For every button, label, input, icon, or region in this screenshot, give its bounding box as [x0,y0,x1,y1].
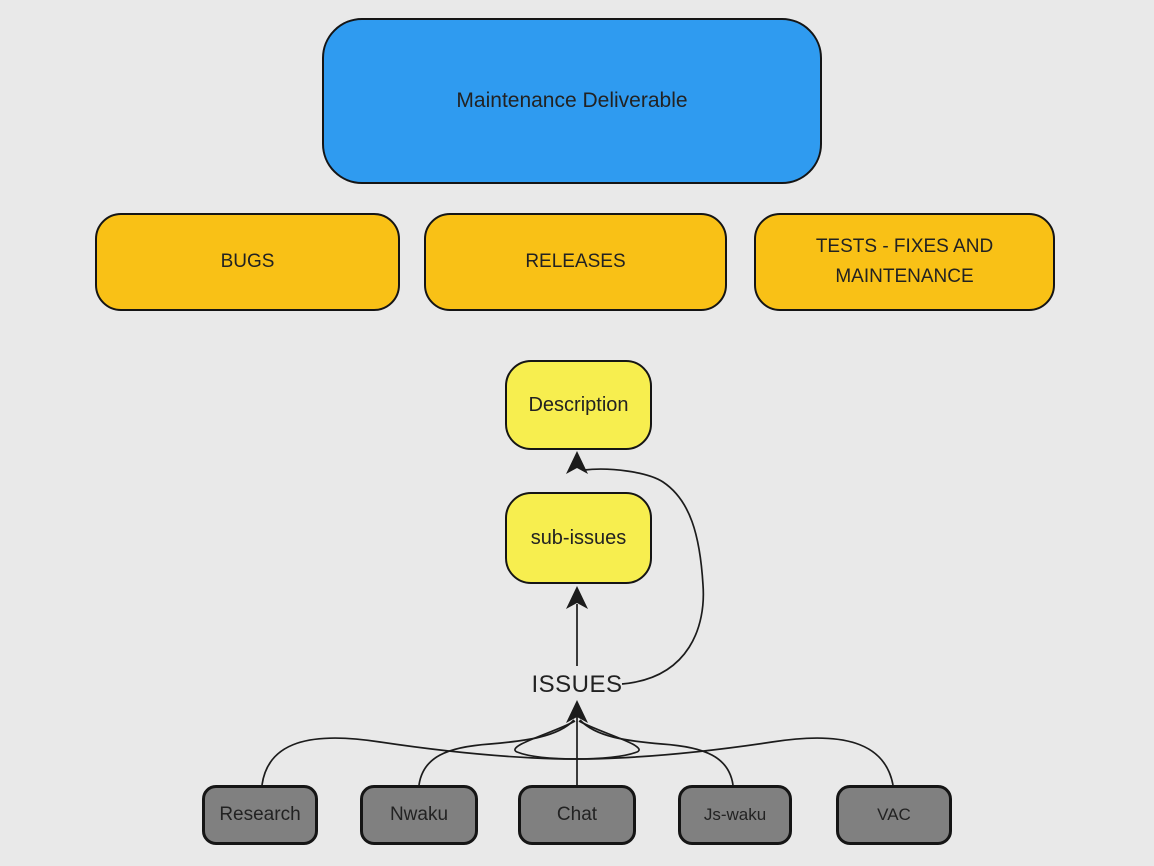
node-vac: VAC [836,785,952,845]
node-description-label: Description [528,393,629,416]
node-research-label: Research [219,804,301,825]
node-releases-label: RELEASES [525,250,626,272]
node-tests-label: TESTS - FIXES AND MAINTENANCE [815,235,994,287]
node-js-waku: Js-waku [678,785,792,845]
node-vac-label: VAC [877,805,911,824]
node-chat-label: Chat [556,804,598,825]
edge-research-to-issues [261,720,640,786]
node-bugs-label: BUGS [220,250,275,272]
node-js-waku-label: Js-waku [703,805,767,824]
edge-js-waku-to-issues [579,719,734,786]
node-description: Description [505,360,652,450]
node-nwaku: Nwaku [360,785,478,845]
node-maintenance-deliverable: Maintenance Deliverable [322,18,822,184]
node-sub-issues: sub-issues [505,492,652,584]
node-chat: Chat [518,785,636,845]
arrow-head-issues [566,700,588,723]
arrow-head-description [566,451,588,474]
node-maintenance-deliverable-label: Maintenance Deliverable [456,89,688,112]
node-issues-label: ISSUES [531,671,623,698]
node-issues: ISSUES [527,668,627,702]
node-bugs: BUGS [95,213,400,311]
edge-vac-to-issues [514,720,894,786]
edge-nwaku-to-issues [418,719,575,786]
edge-issues-to-description [583,468,705,685]
node-releases: RELEASES [424,213,727,311]
node-nwaku-label: Nwaku [389,804,449,825]
node-research: Research [202,785,318,845]
node-tests: TESTS - FIXES AND MAINTENANCE [754,213,1055,311]
arrow-head-sub-issues [566,586,588,609]
node-sub-issues-label: sub-issues [530,526,627,549]
